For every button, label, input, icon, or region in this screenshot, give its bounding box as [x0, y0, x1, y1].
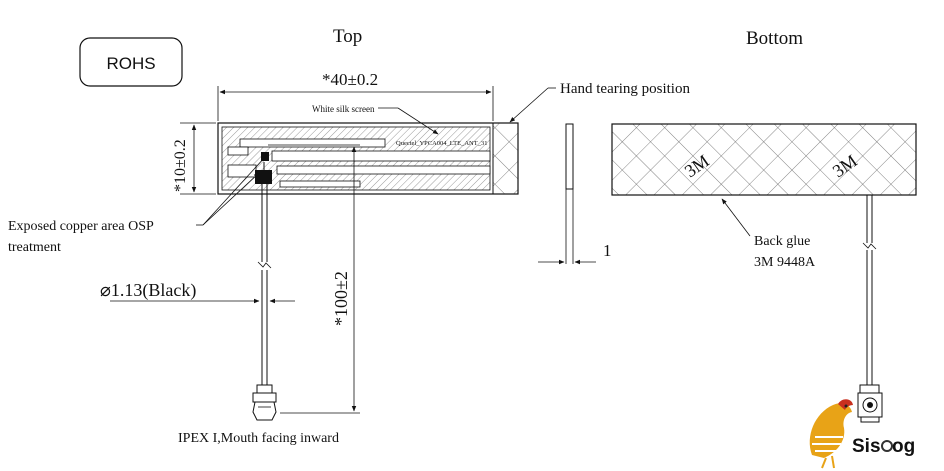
width-dimension-label: *40±0.2 — [322, 70, 378, 89]
copper-callout: Exposed copper area OSP treatment — [8, 155, 267, 255]
sisoog-logo: Sis og — [809, 399, 915, 469]
copper-label-line2: treatment — [8, 240, 61, 255]
rohs-badge: ROHS — [79, 37, 183, 87]
cable-top-view — [252, 184, 277, 421]
back-glue-label-line2: 3M 9448A — [754, 255, 816, 270]
tear-zone — [492, 122, 519, 195]
logo-o-icon — [881, 440, 893, 452]
height-dimension-label: *10±0.2 — [172, 139, 189, 192]
rohs-label: ROHS — [106, 54, 155, 73]
logo-text-sis: Sis — [852, 436, 881, 457]
antenna-top-view — [217, 122, 519, 195]
thickness-label: 1 — [603, 241, 612, 260]
back-glue-area — [611, 123, 917, 196]
silk-screen-label: White silk screen — [312, 104, 375, 114]
ipex-connector-top — [252, 384, 277, 421]
tear-callout: Hand tearing position — [509, 81, 690, 123]
logo-text-og: og — [892, 436, 915, 457]
back-glue-label-line1: Back glue — [754, 234, 810, 249]
cable-diameter-dimension: ⌀1.13(Black) — [100, 280, 295, 304]
bottom-view-title: Bottom — [746, 28, 803, 49]
antenna-bottom-view: 3M 3M Back glue 3M 9448A — [611, 123, 917, 423]
connector-label: IPEX I,Mouth facing inward — [178, 431, 339, 446]
cable-length-dimension: *100±2 — [268, 144, 360, 414]
copper-label-line1: Exposed copper area OSP — [8, 219, 154, 234]
ipex-connector-bottom — [857, 384, 883, 423]
ground-pad — [255, 170, 272, 184]
height-dimension: *10±0.2 — [172, 122, 216, 195]
top-view-title: Top — [333, 26, 362, 47]
cable-length-label: *100±2 — [331, 271, 351, 326]
part-marking-text: Quectel_YPCA004_LTE_ANT_31 — [396, 140, 487, 147]
width-dimension: *40±0.2 — [217, 70, 494, 121]
antenna-side-view: 1 — [538, 123, 612, 265]
cable-diameter-label: ⌀1.13(Black) — [100, 280, 196, 301]
tear-label: Hand tearing position — [560, 81, 690, 97]
